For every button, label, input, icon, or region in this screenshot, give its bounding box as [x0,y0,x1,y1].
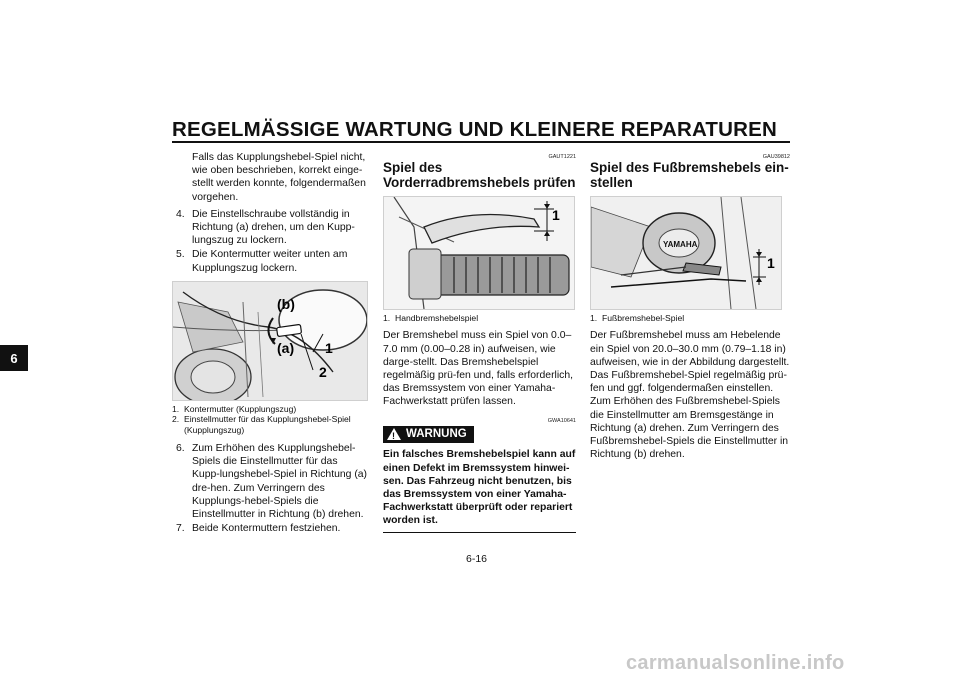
step-item: 4. Die Einstellschraube vollständig in R… [172,208,367,248]
step-item: 7. Beide Kontermuttern festziehen. [172,522,367,535]
figure-label-1: 1 [325,339,333,356]
column-front-brake: GAUT1221 Spiel des Vorderradbremshebels … [383,151,576,533]
column-clutch: Falls das Kupplungshebel-Spiel nicht, wi… [172,151,368,536]
clutch-cable-figure: (b) (a) 1 2 [172,280,368,401]
figure-label-b: (b) [277,295,295,312]
section-title: Spiel des Fußbremshebels ein-stellen [590,160,789,190]
svg-text:YAMAHA: YAMAHA [663,240,698,249]
step-number: 7. [176,523,185,535]
step-text: Die Kontermutter weiter unten am Kupplun… [192,249,348,274]
caption-number: 1. [172,403,180,414]
warning-label: WARNUNG [406,427,467,440]
column-rear-brake: GAU39812 Spiel des Fußbremshebels ein-st… [590,151,790,461]
front-brake-lever-figure: 1 [383,196,575,310]
section-code: GAUT1221 [548,154,576,160]
front-brake-body-text: Der Bremshebel muss ein Spiel von 0.0–7.… [383,330,574,408]
rear-brake-body-text: Der Fußbremshebel muss am Hebelende ein … [590,330,790,461]
header-rule [172,141,790,143]
clutch-cable-illustration [173,281,367,400]
brake-lever-illustration [384,197,574,309]
step-text: Zum Erhöhen des Kupplungshebel-Spiels di… [192,443,368,521]
figure-caption: 1. Handbremshebelspiel [383,313,576,323]
rear-brake-pedal-figure: YAMAHA 1 [590,196,782,310]
brake-pedal-illustration: YAMAHA [591,197,781,309]
caption-number: 1. [590,313,598,323]
chapter-tab[interactable]: 6 [0,345,28,371]
clutch-intro-text: Falls das Kupplungshebel-Spiel nicht, wi… [192,152,366,203]
page-header-title: REGELMÄSSIGE WARTUNG UND KLEINERE REPARA… [172,118,778,141]
warning-code: GWA10641 [547,417,576,424]
caption-text: Fußbremshebel-Spiel [602,313,685,323]
step-number: 4. [176,208,185,220]
warning-text: Ein falsches Bremshebelspiel kann auf ei… [383,448,576,533]
warning-badge: ! WARNUNG [383,425,474,443]
figure-label-a: (a) [277,339,295,356]
figure-label-1: 1 [552,207,560,223]
step-number: 6. [176,443,185,455]
caption-number: 2. [172,414,180,425]
step-text: Beide Kontermuttern festziehen. [192,523,341,535]
step-item: 5. Die Kontermutter weiter unten am Kupp… [172,248,367,274]
step-item: 6. Zum Erhöhen des Kupplungshebel-Spiels… [172,442,367,521]
figure-caption: 2. Einstellmutter für das Kupplungshebel… [172,414,367,435]
section-title: Spiel des Vorderradbremshebels prüfen [383,160,576,190]
section-code: GAU39812 [762,154,790,160]
figure-caption: 1. Kontermutter (Kupplungszug) [172,404,367,414]
step-number: 5. [176,249,185,261]
figure-label-2: 2 [319,363,327,380]
figure-label-1: 1 [767,255,775,271]
step-text: Die Einstellschraube vollständig in Rich… [192,208,355,247]
page-number: 6-16 [466,553,488,565]
watermark-link[interactable]: carmanualsonline.info [626,652,845,674]
warning-triangle-icon: ! [387,428,401,441]
caption-text: Einstellmutter für das Kupplungshebel-Sp… [184,414,351,435]
figure-caption: 1. Fußbremshebel-Spiel [590,313,790,323]
caption-text: Kontermutter (Kupplungszug) [184,403,297,414]
caption-text: Handbremshebelspiel [395,313,479,323]
caption-number: 1. [383,313,391,323]
